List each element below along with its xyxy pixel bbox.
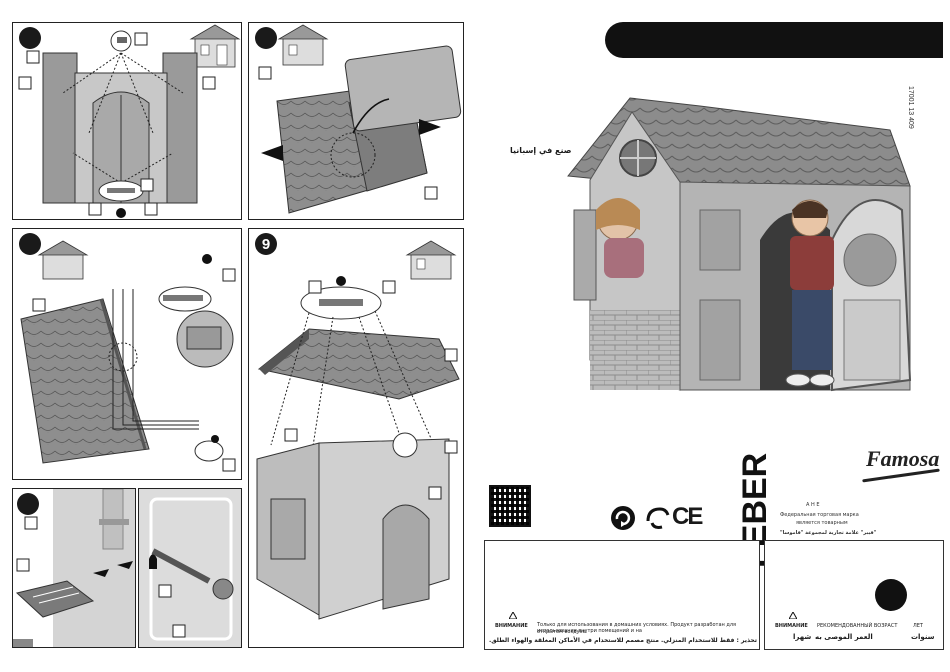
mini-house-icon	[277, 24, 329, 66]
roof-mount-illustration	[256, 240, 460, 620]
made-in-spain-arabic: صنع في إسبانيا	[510, 146, 572, 155]
warning-ru-text-1: Только для использования в домашних усло…	[537, 622, 737, 634]
warning-label-ru: ВНИМАНИЕ	[495, 623, 528, 629]
step-number-circle	[17, 493, 39, 515]
warning-label-ru: ВНИМАНИЕ	[775, 623, 808, 629]
recycle-icon	[611, 506, 635, 530]
arabic-age-label: العمر الموصى به	[815, 633, 873, 641]
step-number-circle	[19, 233, 41, 255]
warning-box-right: ВНИМАНИЕ РЕКОМЕНДОВАННЫЙ ВОЗРАСТ ЛЕТ الع…	[764, 540, 944, 650]
age-label-ru: РЕКОМЕНДОВАННЫЙ ВОЗРАСТ	[817, 623, 898, 629]
warning-triangle-icon	[789, 612, 797, 619]
step-panel-lock	[138, 488, 242, 648]
ru-trademark-line-2: является товарным	[796, 520, 848, 526]
warning-arabic-text: تحذير : فقط للاستخدام المنزلي. منتج مصمم…	[488, 637, 757, 644]
arabic-months: شهرا	[793, 633, 812, 641]
roof-join-illustration	[20, 240, 236, 472]
ce-mark: CE	[672, 503, 703, 530]
walls-assembly-illustration	[18, 24, 241, 218]
age-badge	[875, 579, 907, 611]
years-ru: ЛЕТ	[913, 623, 923, 629]
step-9-circle: 9	[255, 233, 277, 255]
step-panel-wall-slide	[248, 22, 464, 220]
qr-code	[489, 485, 531, 527]
arabic-years: سنوات	[911, 633, 935, 641]
cover-title-bar	[605, 22, 943, 58]
green-dot-icon	[646, 507, 670, 529]
step-panel-9-roof-mount: 9	[248, 228, 464, 648]
warning-box-left: ВНИМАНИЕ Только для использования в дома…	[484, 540, 760, 650]
step-number-circle	[19, 27, 41, 49]
ru-trademark-line-1: Федеральная торговая марка	[780, 512, 859, 518]
mini-house-icon	[189, 24, 241, 68]
step-panel-shelf	[12, 488, 136, 648]
step-panel-roof-join	[12, 228, 242, 480]
small-letters: A H E	[806, 502, 820, 508]
step-panel-walls	[12, 22, 242, 220]
famosa-logo: Famosa	[866, 446, 940, 471]
mini-house-icon	[37, 240, 89, 280]
shelf-illustration	[13, 489, 135, 647]
arabic-trademark: "فيبر" علامة تجارية لمجموعة "فاموسا"	[780, 530, 877, 536]
playhouse-photo	[567, 97, 912, 392]
mini-house-icon	[405, 240, 457, 280]
lock-key-illustration	[139, 489, 241, 647]
step-number-circle	[255, 27, 277, 49]
warning-ru-text-2: открытом воздухе.	[537, 629, 588, 635]
wall-slide-illustration	[258, 24, 462, 214]
warning-triangle-icon	[509, 612, 517, 619]
